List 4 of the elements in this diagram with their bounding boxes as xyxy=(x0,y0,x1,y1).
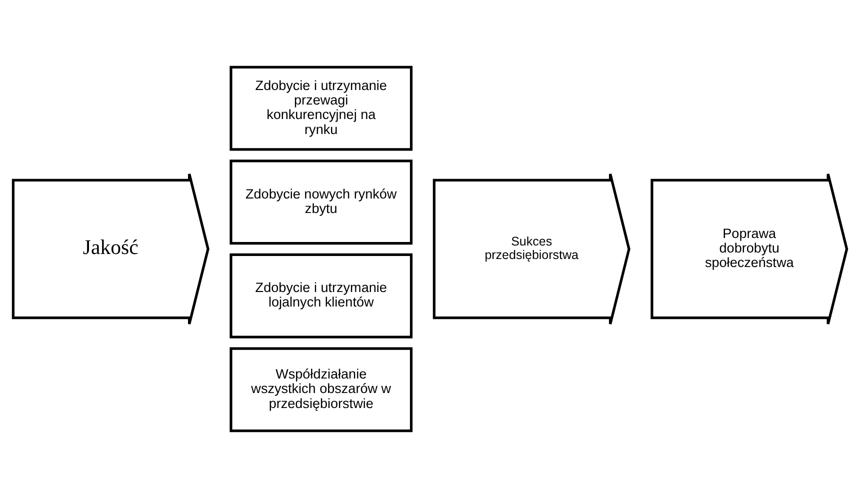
node-box: Zdobycie i utrzymanie przewagi konkurencyjnej na rynku xyxy=(229,65,412,150)
node-box: Współdziałanie wszystkich obszarów w przedsiębiorstwie xyxy=(229,346,412,432)
node-box: Zdobycie nowych rynków zbytu xyxy=(229,159,412,244)
node-box: Zdobycie i utrzymanie lojalnych klientów xyxy=(229,252,412,338)
